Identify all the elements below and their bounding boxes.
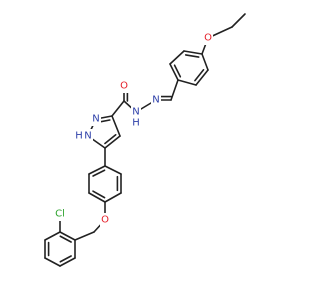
atom-label-background	[131, 117, 141, 129]
bond-e4-cim	[170, 79, 179, 101]
double-bond-inner-c1-c2	[59, 235, 72, 243]
bond-c4-c5	[44, 257, 61, 267]
atom-symbol: O	[101, 215, 109, 226]
atom-o-ethoxy: O	[203, 31, 213, 45]
bond-r1-r2	[104, 165, 122, 175]
bond-r4-r5	[88, 192, 106, 203]
double-bond-inner-r6-r1	[92, 169, 106, 177]
bond-e2-e3	[195, 69, 209, 86]
bond-p4-p5	[104, 135, 121, 149]
atom-cl: Cl	[53, 207, 67, 221]
atom-symbol: Cl	[55, 209, 65, 220]
bond-c5-c6	[59, 257, 76, 267]
atom-symbol: O	[120, 81, 128, 92]
atom-label-background	[73, 129, 93, 143]
double-bond-inner-e6-e1	[184, 54, 200, 58]
atom-label-background	[119, 79, 129, 93]
atom-label-background	[53, 207, 67, 221]
atom-o-carbonyl: O	[119, 79, 129, 93]
atom-symbol: N	[92, 114, 99, 125]
atom-label-background	[203, 31, 213, 45]
attached-hydrogen: H	[132, 118, 140, 129]
atom-label-background	[91, 112, 101, 126]
attached-hydrogen: H	[75, 131, 83, 142]
bond-ch2-c1	[74, 231, 95, 241]
bond-c2-c3	[44, 231, 61, 241]
atom-n-imine: N	[151, 93, 161, 107]
atom-symbol: O	[204, 33, 212, 44]
atom-symbol: N	[132, 107, 139, 118]
bond-c1-c2	[59, 231, 76, 241]
atom-label-background	[131, 105, 141, 119]
bond-e1-e2	[201, 53, 209, 71]
atom-symbol: N	[84, 131, 91, 142]
atom-nh-pyrazole: NH	[73, 129, 93, 143]
atom-nh-hydrazide: NH	[131, 105, 141, 129]
bond-p3-p4	[111, 115, 121, 137]
double-bond-inner-r4-r5	[92, 190, 106, 199]
bond-e3-e4	[177, 79, 197, 86]
atom-o-ether: O	[100, 213, 110, 227]
bond-et2-et1	[231, 13, 246, 28]
bond-r6-r1	[88, 165, 106, 175]
double-bond-inner-e2-e3	[194, 69, 205, 82]
double-bond-inner-e4-e5	[173, 64, 182, 78]
bond-e6-e1	[183, 50, 203, 55]
atom-label-background	[100, 213, 110, 227]
bond-cco-p3	[111, 100, 125, 117]
atom-n-pyrazole: N	[91, 112, 101, 126]
bond-e4-e5	[169, 63, 179, 81]
atom-symbol: N	[152, 95, 159, 106]
double-bond-inner-c5-c6	[59, 255, 72, 263]
atom-label-background	[151, 93, 161, 107]
bond-e5-e6	[169, 50, 185, 65]
double-bond-inner-p4-p5	[104, 134, 117, 145]
bond-r3-r4	[104, 192, 122, 203]
